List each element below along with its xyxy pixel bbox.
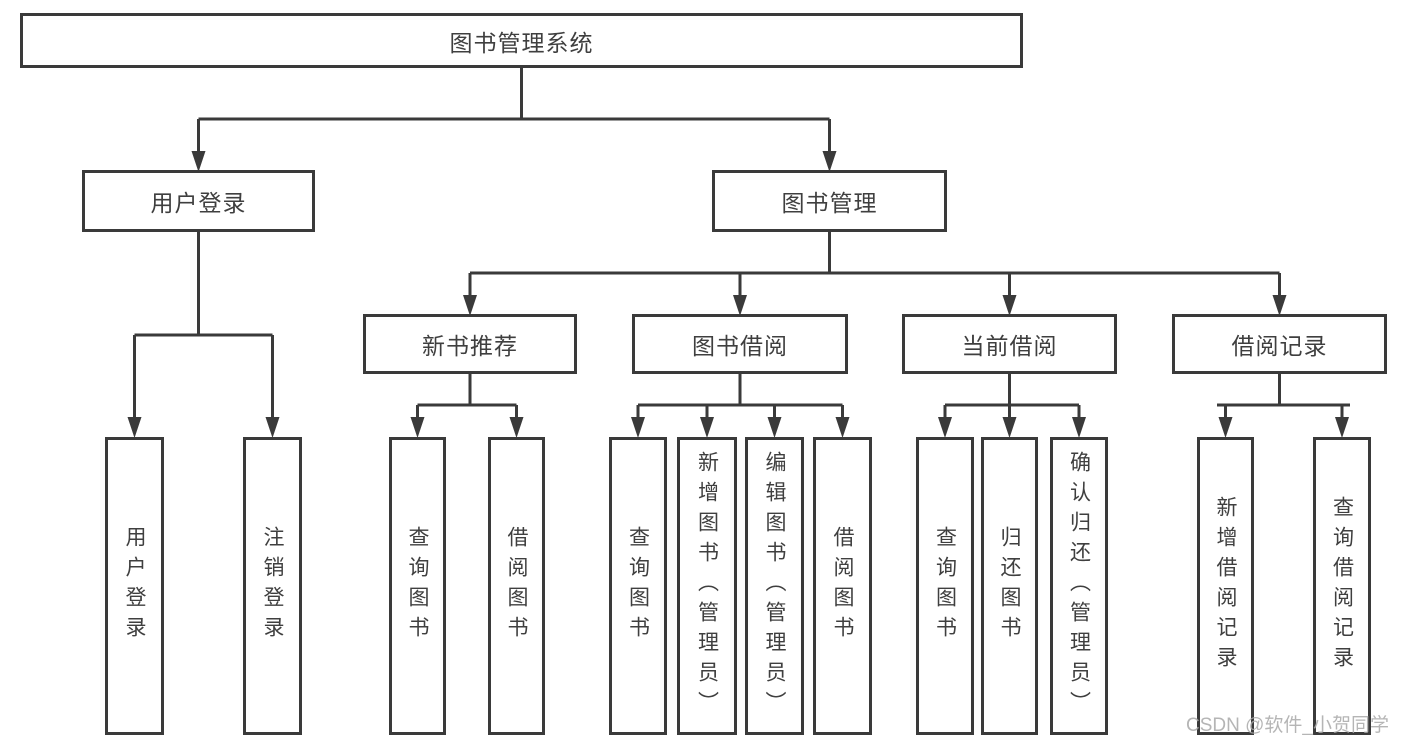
arrowhead <box>1218 417 1233 438</box>
node-user-login: 用户登录 <box>82 170 315 232</box>
leaf-newbooks-borrow-book: 借阅图书 <box>488 437 545 735</box>
leaf-borrow-borrow-book: 借阅图书 <box>813 437 872 735</box>
node-book-borrow: 图书借阅 <box>632 314 848 374</box>
arrowhead <box>1072 417 1086 438</box>
node-root-library-system: 图书管理系统 <box>20 13 1023 68</box>
edge-new-books-children <box>416 374 518 417</box>
edge-user-login-children <box>133 232 274 417</box>
arrowhead <box>938 417 952 438</box>
leaf-borrow-query-book: 查询图书 <box>609 437 667 735</box>
edge-current-borrow-children <box>943 374 1081 417</box>
leaf-newbooks-query-book: 查询图书 <box>389 437 446 735</box>
arrowhead <box>733 295 747 316</box>
arrowhead <box>191 151 206 172</box>
arrowhead <box>822 151 837 172</box>
arrowhead <box>410 417 425 438</box>
leaf-current-return-book: 归还图书 <box>981 437 1038 735</box>
edge-root-to-level2 <box>197 68 831 151</box>
arrowhead <box>700 417 714 438</box>
arrowhead <box>463 295 477 316</box>
leaf-records-add-record: 新增借阅记录 <box>1197 437 1254 735</box>
leaf-records-query-record: 查询借阅记录 <box>1313 437 1371 735</box>
node-current-borrow: 当前借阅 <box>902 314 1117 374</box>
arrowhead <box>835 417 850 438</box>
leaf-user-login: 用户登录 <box>105 437 164 735</box>
arrowhead <box>265 417 280 438</box>
node-borrow-records: 借阅记录 <box>1172 314 1387 374</box>
arrowhead <box>509 417 524 438</box>
node-new-book-recommend: 新书推荐 <box>363 314 577 374</box>
leaf-current-confirm-return-admin: 确认归还（管理员） <box>1050 437 1108 735</box>
arrowhead <box>1002 417 1017 438</box>
arrowhead <box>767 417 782 438</box>
arrowhead <box>1335 417 1349 438</box>
leaf-borrow-add-book-admin: 新增图书（管理员） <box>677 437 737 735</box>
arrowhead <box>1002 295 1017 316</box>
leaf-current-query-book: 查询图书 <box>916 437 974 735</box>
edge-book-borrow-children <box>636 374 844 417</box>
arrowhead <box>1272 295 1287 316</box>
leaf-borrow-edit-book-admin: 编辑图书（管理员） <box>745 437 804 735</box>
arrowhead <box>631 417 645 438</box>
edge-book-mgmt-children <box>468 232 1281 295</box>
edge-borrow-records-children <box>1217 374 1350 417</box>
leaf-logout: 注销登录 <box>243 437 302 735</box>
node-book-management: 图书管理 <box>712 170 947 232</box>
csdn-watermark: CSDN @软件_小贺同学 <box>1186 715 1389 736</box>
arrowhead <box>127 417 142 438</box>
